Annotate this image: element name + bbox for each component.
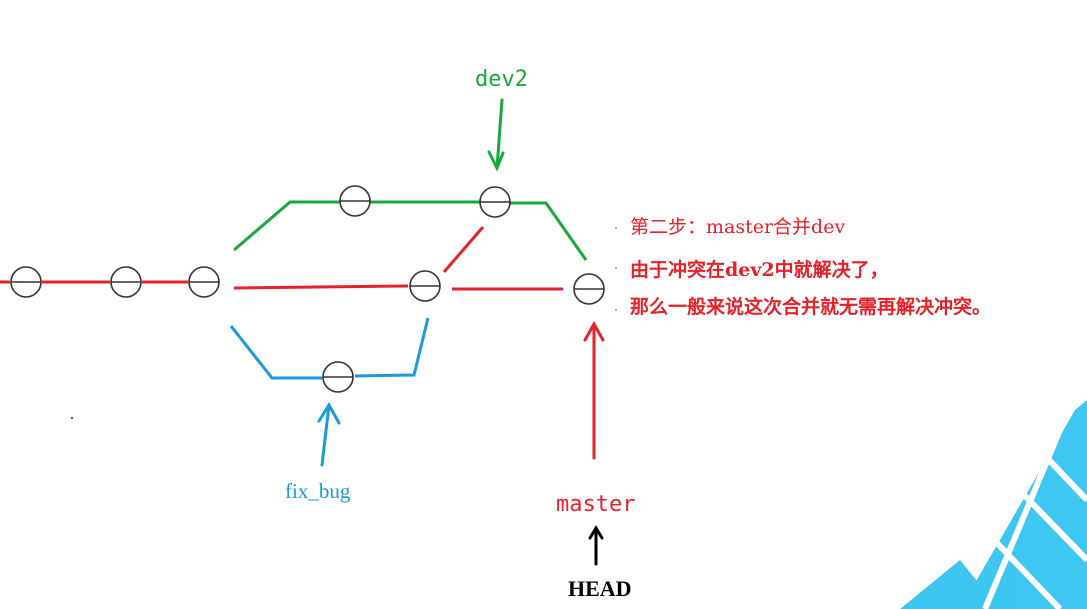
stray-dot — [615, 309, 617, 311]
head-label: HEAD — [568, 576, 632, 601]
step-note: 第二步：master合并dev — [630, 216, 845, 238]
dev2-branch-line-end — [510, 201, 588, 261]
commit-node — [409, 270, 441, 302]
commit-node — [339, 185, 371, 217]
commit-node — [573, 273, 605, 305]
dev2-branch-line — [233, 200, 340, 252]
stray-dot — [615, 267, 617, 269]
commit-node — [110, 266, 142, 298]
dev2-arrow — [487, 98, 505, 172]
master-label: master — [556, 492, 635, 517]
watermark-logo — [900, 400, 1087, 609]
commit-node — [188, 266, 220, 298]
dev2-label: dev2 — [475, 67, 528, 92]
fix-bug-branch-line-end — [354, 317, 430, 378]
watermark-grid — [972, 428, 1087, 609]
master-branch-line — [0, 226, 563, 291]
fix-bug-arrow — [317, 402, 341, 467]
note-line-2: 那么一般来说这次合并就无需再解决冲突。 — [630, 295, 991, 318]
note-line-1: 由于冲突在dev2中就解决了， — [630, 258, 889, 281]
fix-bug-label: fix_bug — [285, 479, 351, 503]
head-arrow — [588, 525, 604, 566]
stray-dot — [70, 416, 74, 420]
commit-node — [322, 361, 354, 393]
fix-bug-branch-line — [229, 325, 322, 380]
stray-dot — [615, 227, 617, 229]
commit-node — [479, 186, 511, 218]
master-arrow — [583, 320, 605, 460]
commit-node — [10, 266, 42, 298]
